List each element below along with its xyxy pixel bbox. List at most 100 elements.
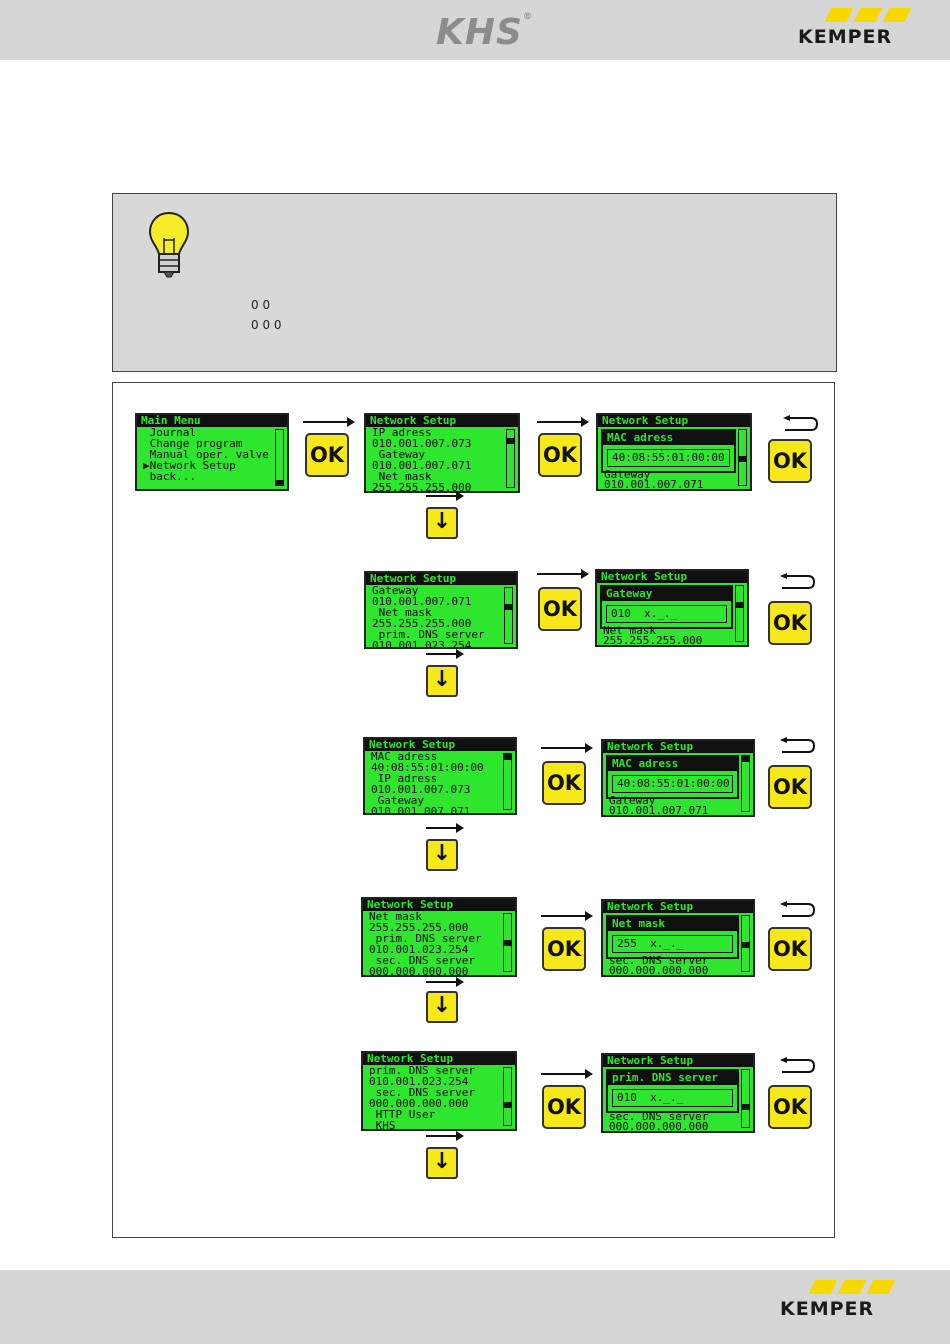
setting-value: KHS (369, 1119, 396, 1131)
kemper-logo: KEMPER (780, 1280, 896, 1320)
screen-title: Network Setup (603, 901, 753, 913)
edit-popup: Net mask 255 x._._ (606, 915, 739, 959)
khs-logo-text: KHS (436, 12, 523, 53)
ok-button[interactable]: OK (768, 601, 812, 645)
ok-button[interactable]: OK (538, 587, 582, 631)
setting-value: 255.255.255.000 (372, 481, 472, 493)
ok-button[interactable]: OK (768, 1085, 812, 1129)
flow-arrow (541, 911, 593, 921)
scrollbar (503, 1067, 512, 1126)
setting-label: Gateway (609, 794, 656, 807)
network-setup-netmask-screen: Network Setup Net mask 255.255.255.000 p… (361, 897, 517, 977)
setting-value: 010.001.007.071 (372, 595, 472, 608)
dns-popup-screen: Network Setup prim. DNS server 010 x._._… (601, 1053, 755, 1133)
setting-value: 000.000.000.000 (369, 1097, 469, 1110)
popup-title: Gateway (602, 587, 731, 601)
netmask-popup-screen: Network Setup Net mask 255 x._._ sec. DN… (601, 899, 755, 977)
setting-value: 010.001.007.073 (371, 783, 471, 796)
popup-title: MAC adress (603, 431, 734, 445)
kemper-logo-text: KEMPER (798, 26, 893, 48)
ok-button[interactable]: OK (305, 433, 349, 477)
scrollbar (503, 753, 512, 810)
setting-label: sec. DNS server (369, 1086, 475, 1099)
ok-button[interactable]: OK (768, 439, 812, 483)
setting-value: 010.001.007.073 (372, 437, 472, 450)
tip-bullet-row-1: 0 0 (251, 298, 271, 312)
network-setup-gateway-screen: Network Setup Gateway 010.001.007.071 Ne… (364, 571, 518, 649)
setting-label: Net mask (369, 910, 422, 923)
popup-title: Net mask (608, 917, 737, 931)
setting-value: 010.001.023.254 (369, 1075, 469, 1088)
flow-arrow (541, 743, 593, 753)
flow-arrow (426, 1131, 464, 1141)
screen-title: Network Setup (366, 573, 516, 585)
screen-title: Network Setup (603, 741, 753, 753)
edit-popup: Gateway 010 x._._ (600, 585, 733, 629)
setting-value: 255.255.255.000 (603, 634, 703, 647)
registered-mark: ® (522, 12, 533, 22)
popup-value: 40:08:55:01:00:00 (612, 775, 733, 793)
setting-label: HTTP User (369, 1108, 436, 1121)
setting-value: 010.001.007.071 (372, 459, 472, 472)
ok-button[interactable]: OK (542, 1085, 586, 1129)
scrollbar (738, 429, 747, 486)
setting-value: 010.001.007.071 (609, 804, 709, 817)
setting-value: 255.255.255.000 (372, 617, 472, 630)
mac-address-popup-screen-2: Network Setup MAC adress 40:08:55:01:00:… (601, 739, 755, 817)
down-button[interactable]: ↓ (426, 665, 458, 697)
popup-value: 010 x._._ (612, 1089, 733, 1107)
menu-item: back... (143, 470, 196, 483)
flow-arrow (541, 1069, 593, 1079)
menu-item: Journal (143, 426, 196, 439)
down-button[interactable]: ↓ (426, 991, 458, 1023)
down-button[interactable]: ↓ (426, 507, 458, 539)
setting-label: sec. DNS server (609, 1110, 709, 1123)
network-setup-ip-screen: Network Setup IP adress 010.001.007.073 … (364, 413, 520, 493)
screen-title: Network Setup (363, 1053, 515, 1065)
ok-button[interactable]: OK (542, 927, 586, 971)
flow-arrow (426, 491, 464, 501)
screen-title: Network Setup (365, 739, 515, 751)
scrollbar (741, 915, 750, 972)
setting-label: sec. DNS server (609, 954, 709, 967)
page-header: KHS® KEMPER (0, 0, 950, 60)
setting-label: Gateway (372, 448, 425, 461)
setting-label: prim. DNS server (369, 932, 482, 945)
back-arrow-icon (780, 573, 816, 589)
setting-label: Gateway (604, 468, 651, 481)
down-button[interactable]: ↓ (426, 1147, 458, 1179)
setting-label: prim. DNS server (372, 628, 485, 641)
flow-arrow (537, 569, 589, 579)
ok-button[interactable]: OK (542, 761, 586, 805)
scrollbar (503, 913, 512, 972)
back-arrow-icon (780, 901, 816, 917)
setting-value: 010.001.023.254 (372, 639, 472, 649)
popup-value: 010 x._._ (606, 605, 727, 623)
edit-popup: MAC adress 40:08:55:01:00:00 (601, 429, 736, 473)
navigation-flow-panel: Main Menu Journal Change program Manual … (112, 382, 835, 1238)
down-button[interactable]: ↓ (426, 839, 458, 871)
scrollbar (504, 587, 513, 644)
setting-value: 010.001.007.071 (604, 478, 704, 491)
setting-label: Gateway (371, 794, 424, 807)
setting-value: 000.000.000.000 (609, 1120, 709, 1133)
menu-item: Change program (143, 437, 243, 450)
setting-value: 000.000.000.000 (369, 965, 469, 977)
setting-label: Net mask (603, 624, 656, 637)
scrollbar (741, 755, 750, 812)
screen-title: Network Setup (597, 571, 747, 583)
setting-value: 40:08:55:01:00:00 (371, 761, 484, 774)
screen-title: Network Setup (598, 415, 750, 427)
screen-title: Network Setup (363, 899, 515, 911)
screen-title: Network Setup (603, 1055, 753, 1067)
back-arrow-icon (780, 1057, 816, 1073)
ok-button[interactable]: OK (768, 927, 812, 971)
popup-value: 255 x._._ (612, 935, 733, 953)
khs-logo: KHS® (436, 12, 533, 53)
setting-label: IP adress (371, 772, 438, 785)
tip-box: 0 0 0 0 0 (112, 193, 837, 372)
scrollbar (735, 585, 744, 642)
page-footer: KEMPER (0, 1270, 950, 1344)
ok-button[interactable]: OK (768, 765, 812, 809)
ok-button[interactable]: OK (538, 433, 582, 477)
